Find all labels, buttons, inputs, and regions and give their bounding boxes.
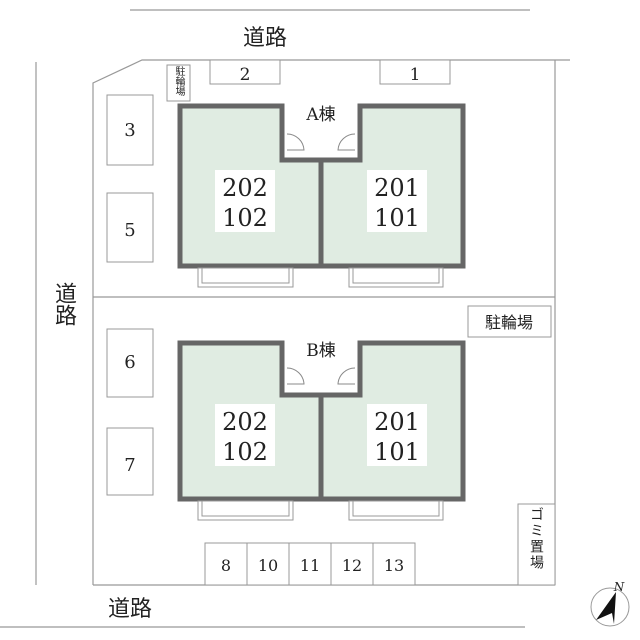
unit-number: 201 — [374, 174, 420, 202]
bottom-road-label: 道路 — [108, 597, 152, 622]
parking-space-11: 11 — [288, 542, 332, 586]
parking-space-7: 7 — [106, 427, 154, 496]
left-road-label: 道路 — [51, 282, 76, 326]
parking-label: 5 — [124, 220, 135, 241]
bicycle-parking-small-box — [166, 64, 191, 102]
parking-label: 12 — [342, 556, 362, 575]
garbage-area-box — [517, 503, 556, 586]
building-a: A棟 202 102 201 101 — [177, 103, 466, 288]
building-name: A棟 — [305, 105, 335, 125]
compass-label: N — [613, 580, 625, 594]
bicycle-parking-large: 駐輪場 — [467, 305, 552, 338]
unit-number: 101 — [374, 438, 420, 466]
parking-space-13: 13 — [372, 542, 416, 586]
unit-number: 101 — [374, 204, 420, 232]
parking-label: 10 — [258, 556, 278, 575]
parking-space-6: 6 — [106, 328, 154, 398]
unit-number: 102 — [222, 204, 268, 232]
parking-space-10: 10 — [246, 542, 290, 586]
building-b: B棟 202 102 201 101 — [177, 340, 466, 521]
parking-label: 1 — [410, 65, 421, 85]
parking-space-3: 3 — [106, 94, 154, 166]
parking-space-1: 1 — [379, 59, 451, 85]
unit-number: 102 — [222, 438, 268, 466]
parking-label: 13 — [384, 556, 404, 575]
unit-number: 201 — [374, 408, 420, 436]
top-road-label: 道路 — [243, 26, 287, 51]
site-boundary — [92, 59, 570, 585]
parking-label: 8 — [221, 556, 231, 575]
parking-label: 6 — [124, 352, 135, 373]
unit-number: 202 — [222, 174, 268, 202]
garbage-area-label: ゴミ置場 — [528, 507, 544, 571]
bicycle-parking-small-label: 駐輪場 — [173, 66, 184, 96]
parking-space-5: 5 — [106, 192, 154, 263]
parking-space-8: 8 — [204, 542, 248, 586]
parking-label: 3 — [124, 120, 135, 141]
unit-number: 202 — [222, 408, 268, 436]
parking-label: 7 — [124, 455, 135, 476]
parking-label: 11 — [300, 556, 320, 575]
bicycle-parking-label: 駐輪場 — [485, 313, 533, 332]
parking-space-2: 2 — [209, 59, 281, 85]
building-name: B棟 — [306, 341, 336, 361]
parking-label: 2 — [240, 65, 251, 85]
north-compass-icon: N — [590, 580, 630, 627]
parking-space-12: 12 — [330, 542, 374, 586]
